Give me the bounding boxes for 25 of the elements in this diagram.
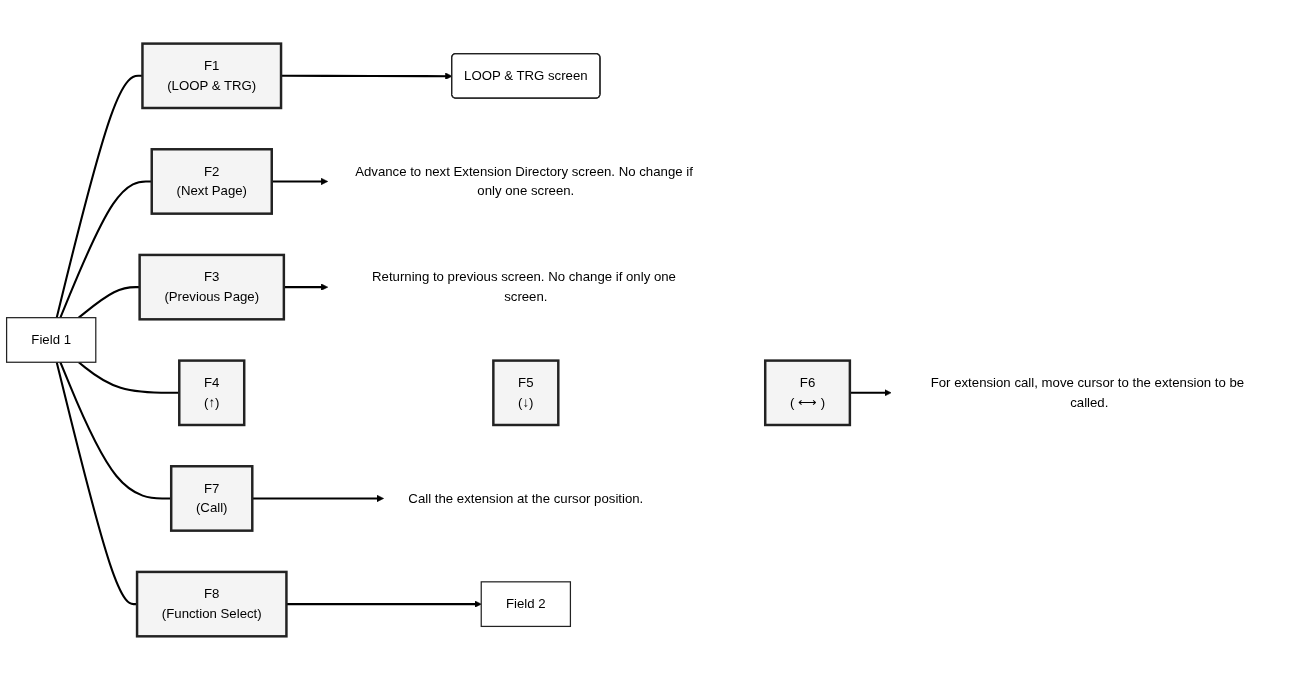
node-box: F3 (Previous Page) [138, 253, 286, 321]
connector [59, 361, 172, 499]
node-box: F8 (Function Select) [135, 570, 288, 638]
connector [59, 179, 152, 318]
node-text: Call the extension at the cursor position. [408, 490, 644, 505]
node-text: For extension call, move cursor to the extension to be called. [930, 374, 1245, 409]
arrow [286, 600, 482, 608]
connector [78, 285, 140, 318]
connector [55, 361, 138, 605]
node-box: F1 (LOOP & TRG) [141, 41, 283, 109]
node-box: F6 ( ⟷ ) [764, 358, 852, 426]
node-box: F7 (Call) [169, 464, 254, 532]
arrow [271, 177, 329, 185]
node-box: Field 1 [6, 316, 97, 363]
arrow [283, 283, 329, 291]
node-text: Advance to next Extension Directory screen. No change if only one screen. [355, 163, 693, 198]
connector [55, 74, 143, 318]
connector [78, 361, 180, 394]
node-box: Field 2 [480, 580, 572, 627]
node-box: F4 (↑) [178, 358, 246, 426]
arrow [849, 388, 892, 396]
node-box: F2 (Next Page) [150, 147, 273, 215]
node-text: Returning to previous screen. No change if only one screen. [372, 269, 676, 304]
node-box: F5 (↓) [492, 358, 560, 426]
arrow [252, 494, 384, 502]
